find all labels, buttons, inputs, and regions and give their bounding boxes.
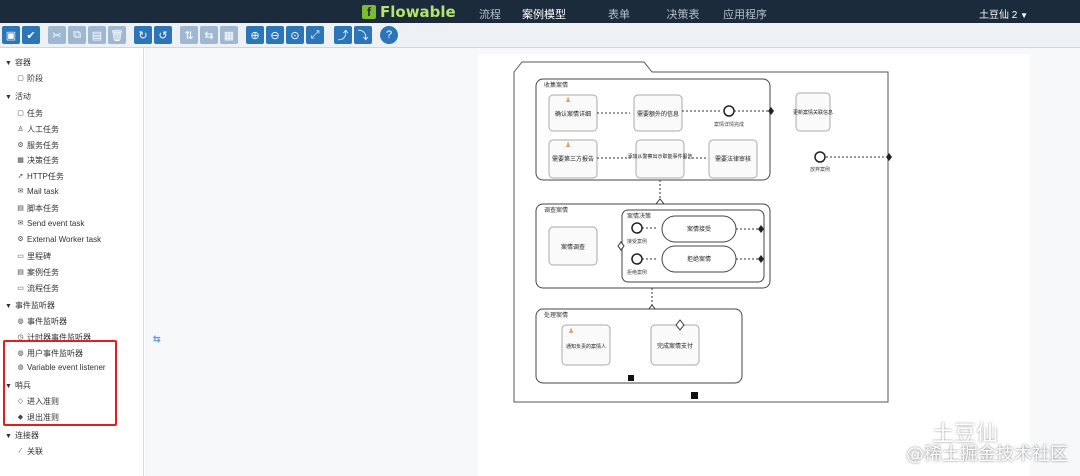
flowable-logo-icon: f — [362, 5, 376, 19]
palette-item-entry-criterion[interactable]: ◇进入准则 — [17, 397, 59, 406]
entry-criterion-icon: ◇ — [17, 398, 24, 405]
palette-item-decision-task[interactable]: ▦决策任务 — [17, 156, 59, 165]
palette-group-sentries[interactable]: ▼哨兵 — [5, 381, 31, 390]
user-listener-icon: ◍ — [17, 350, 24, 357]
zoom-fit-icon[interactable]: ⤢ — [306, 26, 324, 44]
palette-item-case-task[interactable]: ▤案例任务 — [17, 268, 59, 277]
nav-forms[interactable]: 表单 — [608, 9, 630, 21]
highlight-box — [3, 340, 117, 426]
validate-icon[interactable]: ✔ — [22, 26, 40, 44]
http-task-icon: ➚ — [17, 173, 24, 180]
redo-icon[interactable]: ↻ — [134, 26, 152, 44]
association-icon: ⁄ — [19, 448, 22, 455]
caret-down-icon: ▼ — [5, 94, 12, 101]
palette-item-stage[interactable]: ▢阶段 — [17, 74, 43, 83]
model-canvas[interactable] — [145, 48, 1080, 476]
milestone-icon: ▭ — [17, 253, 24, 260]
save-icon[interactable]: ▣ — [2, 26, 20, 44]
chevron-down-icon: ▼ — [1020, 11, 1028, 20]
zoom-out-icon[interactable]: ⊖ — [266, 26, 284, 44]
human-task-icon: ♙ — [17, 126, 24, 133]
palette-item-timer-listener[interactable]: ◷计时器事件监听器 — [17, 333, 91, 342]
send-event-icon: ✉ — [17, 220, 24, 227]
variable-listener-icon: ◍ — [17, 364, 24, 371]
external-worker-icon: ⚙ — [17, 236, 24, 243]
palette-item-mail-task[interactable]: ✉Mail task — [17, 187, 59, 196]
collapse-panel-icon[interactable]: ⇆ — [153, 334, 161, 344]
top-navbar: f Flowable 流程 案例模型 表单 决策表 应用程序 土豆仙 2 ▼ — [0, 0, 1080, 30]
caret-down-icon: ▼ — [5, 60, 12, 67]
delete-icon[interactable]: 🗑 — [108, 26, 126, 44]
same-size-icon[interactable]: ▦ — [220, 26, 238, 44]
copy-icon[interactable]: ⧉ — [68, 26, 86, 44]
cut-icon[interactable]: ✂ — [48, 26, 66, 44]
task-icon: ▢ — [17, 110, 24, 117]
caret-down-icon: ▼ — [5, 433, 12, 440]
palette-item-association[interactable]: ⁄关联 — [17, 446, 43, 457]
user-name: 土豆仙 2 — [978, 10, 1018, 21]
exit-criterion-icon: ◆ — [17, 414, 24, 421]
align-vertical-icon[interactable]: ⇅ — [180, 26, 198, 44]
nav-decision-tables[interactable]: 决策表 — [666, 9, 700, 21]
palette-item-script-task[interactable]: ▤脚本任务 — [17, 204, 59, 213]
palette-group-event-listeners[interactable]: ▼事件监听器 — [5, 301, 55, 310]
palette-item-service-task[interactable]: ⚙服务任务 — [17, 141, 59, 150]
bend-point-remove-icon[interactable]: ⤵ — [354, 26, 372, 44]
brand-logo[interactable]: f Flowable — [362, 3, 456, 21]
decision-task-icon: ▦ — [17, 157, 24, 164]
caret-down-icon: ▼ — [5, 303, 12, 310]
user-menu[interactable]: 土豆仙 2 ▼ — [979, 6, 1028, 21]
mail-task-icon: ✉ — [17, 188, 24, 195]
palette-group-connectors[interactable]: ▼连接器 — [5, 431, 39, 440]
palette-item-task[interactable]: ▢任务 — [17, 109, 43, 118]
undo-icon[interactable]: ↺ — [154, 26, 172, 44]
editor-toolbar: ▣ ✔ ✂ ⧉ ▤ 🗑 ↻ ↺ ⇅ ⇆ ▦ ⊕ ⊖ ⊙ ⤢ ⤴ ⤵ ? — [0, 23, 1080, 48]
palette-item-exit-criterion[interactable]: ◆退出准则 — [17, 413, 59, 422]
shape-palette: ▼容器 ▢阶段 ▼活动 ▢任务 ♙人工任务 ⚙服务任务 ▦决策任务 ➚HTTP任… — [0, 48, 144, 476]
process-task-icon: ▭ — [17, 285, 24, 292]
watermark-author: 土豆仙 — [932, 422, 999, 447]
zoom-in-icon[interactable]: ⊕ — [246, 26, 264, 44]
bend-point-add-icon[interactable]: ⤴ — [334, 26, 352, 44]
palette-item-milestone[interactable]: ▭里程碑 — [17, 252, 51, 261]
nav-processes[interactable]: 流程 — [479, 9, 501, 21]
palette-item-http-task[interactable]: ➚HTTP任务 — [17, 172, 64, 181]
palette-item-external-worker-task[interactable]: ⚙External Worker task — [17, 235, 102, 244]
stage-icon: ▢ — [17, 75, 24, 82]
help-icon[interactable]: ? — [380, 26, 398, 44]
palette-item-send-event-task[interactable]: ✉Send event task — [17, 219, 85, 228]
timer-listener-icon: ◷ — [17, 334, 24, 341]
event-listener-icon: ◍ — [17, 318, 24, 325]
brand-name: Flowable — [380, 3, 456, 21]
palette-item-human-task[interactable]: ♙人工任务 — [17, 125, 59, 134]
palette-item-process-task[interactable]: ▭流程任务 — [17, 284, 59, 293]
palette-item-user-listener[interactable]: ◍用户事件监听器 — [17, 349, 83, 358]
case-task-icon: ▤ — [17, 269, 24, 276]
caret-down-icon: ▼ — [5, 383, 12, 390]
watermark-site: @稀土掘金技术社区 — [906, 444, 1068, 465]
palette-item-variable-listener[interactable]: ◍Variable event listener — [17, 363, 106, 372]
align-horizontal-icon[interactable]: ⇆ — [200, 26, 218, 44]
script-task-icon: ▤ — [17, 205, 24, 212]
paste-icon[interactable]: ▤ — [88, 26, 106, 44]
nav-apps[interactable]: 应用程序 — [723, 9, 767, 21]
palette-group-activities[interactable]: ▼活动 — [5, 92, 31, 101]
service-task-icon: ⚙ — [17, 142, 24, 149]
palette-item-event-listener[interactable]: ◍事件监听器 — [17, 317, 67, 326]
palette-group-container[interactable]: ▼容器 — [5, 58, 31, 67]
zoom-actual-icon[interactable]: ⊙ — [286, 26, 304, 44]
